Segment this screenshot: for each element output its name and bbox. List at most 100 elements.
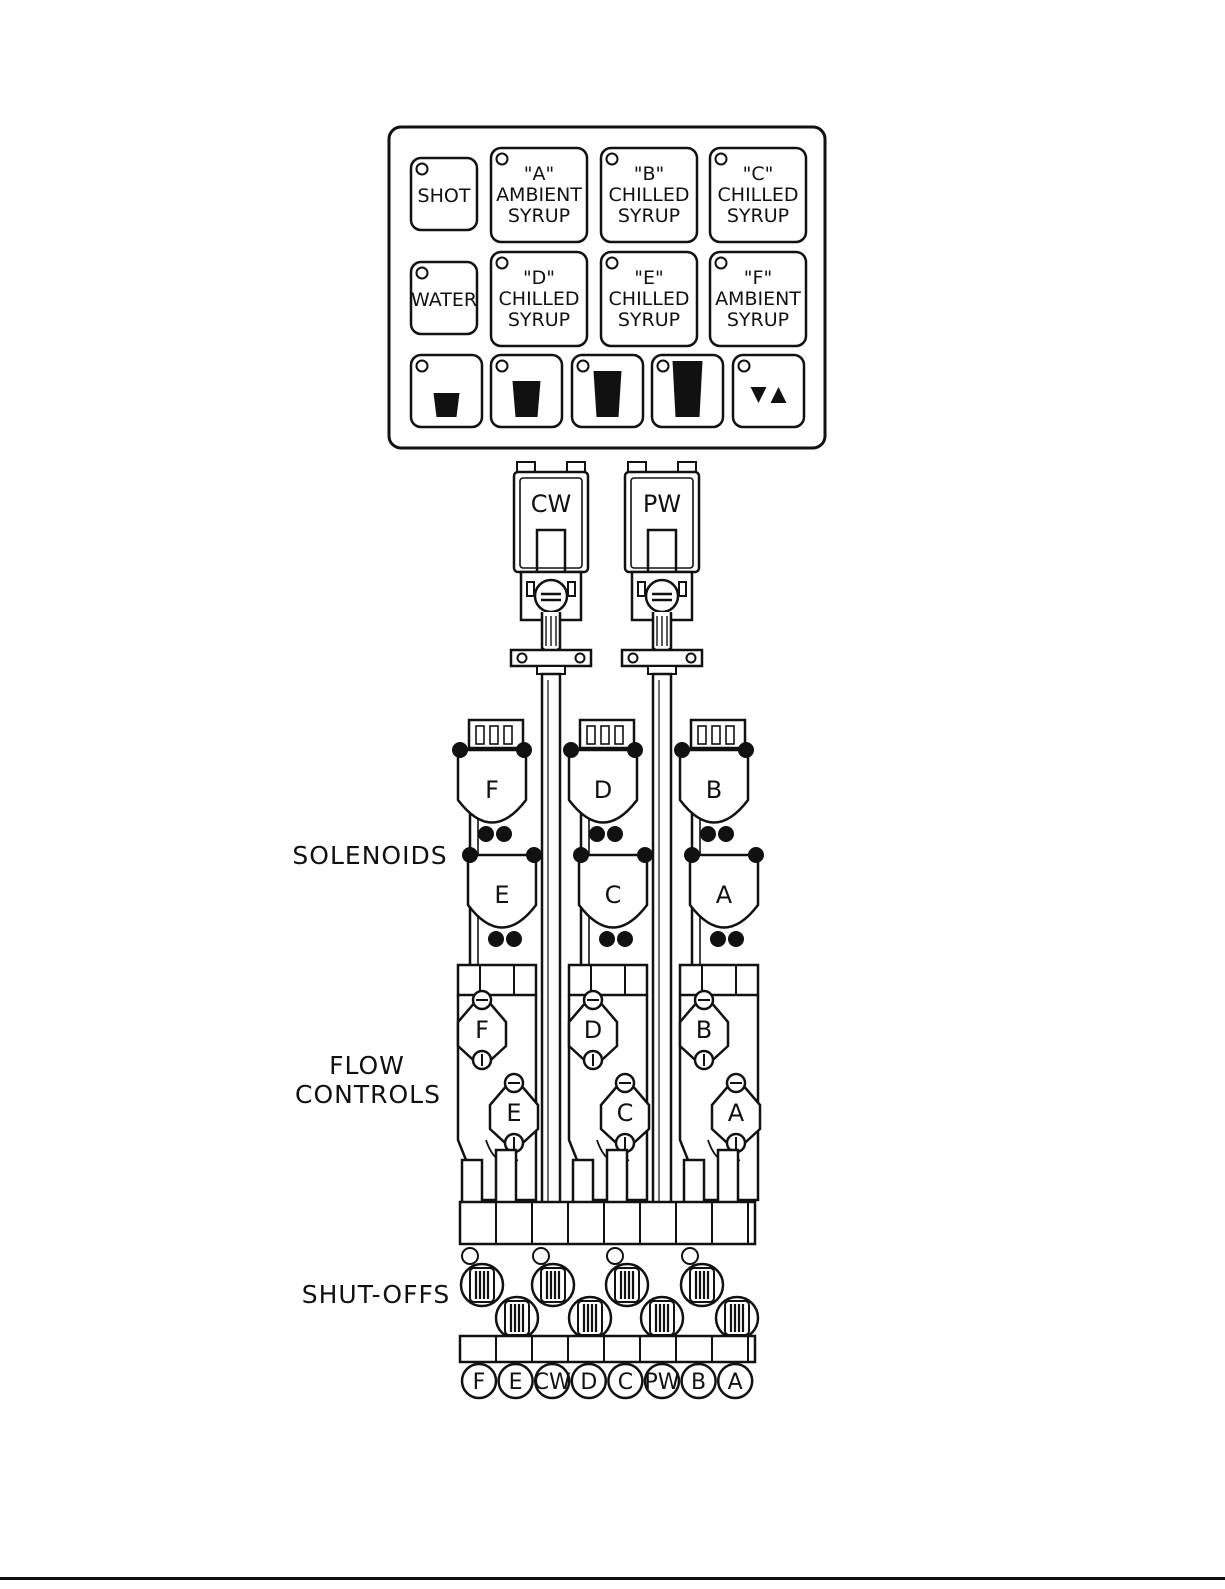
- solenoid-upper: D: [563, 742, 643, 842]
- cup-size-1-button[interactable]: [411, 355, 482, 427]
- shut-off-lower: [496, 1297, 538, 1339]
- coil-screw: [617, 931, 633, 947]
- flange-hole: [518, 654, 527, 663]
- solenoid-letter: C: [605, 881, 622, 909]
- key-label-line: SYRUP: [508, 309, 570, 331]
- port-label: PW: [644, 1370, 679, 1395]
- indicator-led-icon: [417, 164, 428, 175]
- key-label-line: "C": [743, 163, 774, 185]
- small-cup-icon: [434, 393, 460, 417]
- coil-screw: [478, 826, 494, 842]
- key-label-line: "D": [523, 267, 555, 289]
- flow-control-letter: A: [728, 1099, 745, 1127]
- solenoid-block: [680, 965, 758, 995]
- flow-label-line2: CONTROLS: [295, 1080, 441, 1109]
- outlet-tube: [684, 1160, 704, 1204]
- key-label-line: "E": [634, 267, 663, 289]
- key-label-line: CHILLED: [609, 288, 690, 310]
- key-water-button[interactable]: WATER: [411, 262, 477, 334]
- water-valve-cw: CW: [511, 462, 591, 674]
- flow-control-letter: D: [584, 1016, 602, 1044]
- shut-off-handle: [470, 1268, 494, 1302]
- solenoid-lower: A: [684, 847, 764, 947]
- coil-screw: [599, 931, 615, 947]
- coil-screw: [496, 826, 512, 842]
- flow-control-letter: F: [475, 1016, 489, 1044]
- solenoids-label: SOLENOIDS: [292, 841, 447, 870]
- flow-control-lower: E: [490, 1074, 538, 1152]
- coil-screw: [738, 742, 754, 758]
- nut: [607, 1248, 623, 1264]
- port-cw: CW: [534, 1364, 571, 1398]
- key-label-line: SYRUP: [618, 309, 680, 331]
- key-label-line: SHOT: [418, 185, 471, 207]
- coil-screw: [700, 826, 716, 842]
- valve-knob-icon: [646, 580, 678, 612]
- port-label: CW: [534, 1370, 571, 1395]
- shut-off-lower: [569, 1297, 611, 1339]
- knob-ear: [638, 582, 645, 596]
- nut: [533, 1248, 549, 1264]
- key-label-line: "A": [524, 163, 554, 185]
- shut-off-handle: [615, 1268, 639, 1302]
- valve-knob-icon: [535, 580, 567, 612]
- key-label-line: AMBIENT: [496, 184, 582, 206]
- flange-hole: [687, 654, 696, 663]
- valve-body: [514, 472, 588, 572]
- flow-control-letter: B: [696, 1016, 712, 1044]
- port-f: F: [462, 1364, 496, 1398]
- key-label-line: CHILLED: [718, 184, 799, 206]
- cup-size-2-button[interactable]: [491, 355, 562, 427]
- cup-size-4-button[interactable]: [652, 355, 723, 427]
- coil-screw: [526, 847, 542, 863]
- shut-off-upper: [461, 1264, 503, 1306]
- key-label-line: CHILLED: [609, 184, 690, 206]
- coil-screw: [718, 826, 734, 842]
- flow-control-column: FE: [458, 991, 538, 1204]
- key-label-line: SYRUP: [508, 205, 570, 227]
- key-label-line: SYRUP: [727, 309, 789, 331]
- shut-off-upper: [606, 1264, 648, 1306]
- coil-screw: [637, 847, 653, 863]
- adjust-button[interactable]: [733, 355, 804, 427]
- xlarge-cup-icon: [673, 361, 703, 417]
- port-d: D: [572, 1364, 606, 1398]
- nut: [682, 1248, 698, 1264]
- shut-off-lower: [716, 1297, 758, 1339]
- coil-screw: [516, 742, 532, 758]
- coil-screw: [748, 847, 764, 863]
- water-tube: [653, 674, 671, 1214]
- key-label-line: AMBIENT: [715, 288, 801, 310]
- solenoid-letter: E: [494, 881, 509, 909]
- shut-off-bank: [460, 1202, 758, 1362]
- solenoid-upper: B: [674, 742, 754, 842]
- manifold-block: [460, 1202, 755, 1244]
- coil-screw: [684, 847, 700, 863]
- nut: [462, 1248, 478, 1264]
- solenoid-letter: D: [594, 776, 612, 804]
- solenoid-upper: F: [452, 742, 532, 842]
- indicator-led-icon: [607, 258, 618, 269]
- water-valve-pw: PW: [622, 462, 702, 674]
- cup-size-3-button[interactable]: [572, 355, 643, 427]
- indicator-led-icon: [716, 154, 727, 165]
- solenoid-letter: F: [485, 776, 499, 804]
- outlet-tube: [496, 1150, 516, 1204]
- flow-control-upper: F: [458, 991, 506, 1069]
- flow-control-column: DC: [569, 991, 649, 1204]
- coil-screw: [627, 742, 643, 758]
- coil-screw: [607, 826, 623, 842]
- shut-off-upper: [681, 1264, 723, 1306]
- flow-control-letter: C: [617, 1099, 634, 1127]
- port-label: F: [473, 1370, 486, 1395]
- coil-screw: [589, 826, 605, 842]
- key-shot-button[interactable]: SHOT: [411, 158, 477, 230]
